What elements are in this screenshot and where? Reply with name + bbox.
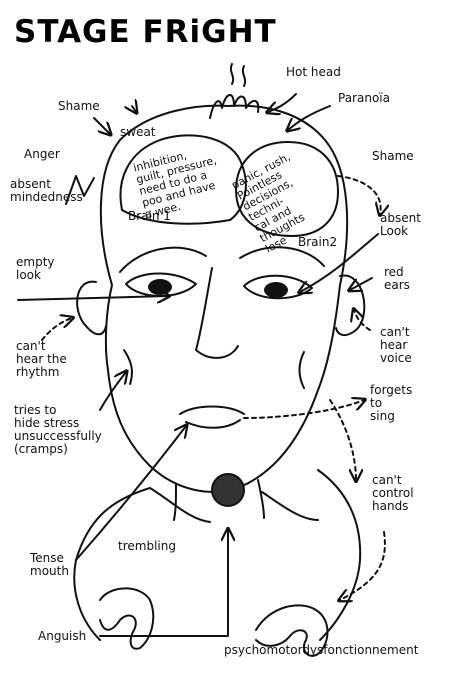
psychomotor-label: psychomotordysfonctionnement — [224, 643, 419, 657]
anger-zigzag — [65, 175, 95, 205]
empty-look-label: empty look — [16, 255, 55, 282]
nose — [195, 267, 239, 359]
cant-hear-rhythm-arrow — [41, 318, 72, 341]
shame-top-label: Shame — [58, 99, 100, 113]
trembling-label: trembling — [118, 539, 176, 553]
brain1-label: Brain 1 — [128, 209, 171, 223]
shame-right-label: Shame — [372, 149, 414, 163]
paranoia-label: Paranoïa — [338, 91, 390, 105]
page-title: STAGE FRiGHT — [14, 14, 277, 50]
red-ears-arrow — [350, 277, 373, 290]
right-eyebrow — [239, 246, 325, 267]
empty-look-arrow — [17, 296, 168, 300]
tense-mouth-label: Tense mouth — [30, 551, 69, 578]
hot-head-label: Hot head — [286, 65, 341, 79]
neck — [173, 483, 177, 521]
brain2-outline — [235, 141, 339, 237]
right-hand — [255, 604, 329, 657]
mouth-upper — [179, 405, 245, 415]
anguish-label: Anguish — [38, 629, 87, 643]
brain1-outline — [119, 134, 247, 225]
left-hand — [99, 587, 155, 650]
mouth-lower — [185, 419, 241, 429]
left-eye-outline — [125, 272, 197, 297]
cant-hear-rhythm-label: can't hear the rhythm — [16, 339, 67, 379]
shame-right-arrow — [337, 175, 381, 214]
left-eyebrow — [119, 246, 207, 273]
cant-hear-voice-label: can't hear voice — [380, 325, 412, 365]
hot-head-arrow — [268, 93, 297, 112]
absent-look-label: absent Look — [380, 211, 421, 238]
shame-top-arrow — [93, 117, 110, 134]
left-pupil — [148, 279, 172, 295]
left-ear — [76, 280, 107, 336]
absent-look-arrow — [300, 233, 379, 292]
paranoia-arrow — [288, 105, 331, 130]
anguish-arrow — [99, 530, 228, 637]
sweat-arrow — [132, 106, 136, 112]
anger-label: Anger — [24, 147, 60, 161]
cant-control-hands-label: can't control hands — [372, 473, 414, 513]
brain2-label: Brain2 — [298, 235, 338, 249]
absent-mindedness-label: absent mindedness — [10, 177, 83, 204]
chin-mark — [211, 473, 245, 507]
tries-to-hide-stress-label: tries to hide stress unsuccessfully (cra… — [14, 403, 102, 456]
cant-hear-voice-arrow — [354, 310, 371, 331]
red-ears-label: red ears — [384, 265, 410, 292]
hands-dashed-arrow — [340, 531, 386, 600]
tense-mouth-arrow — [75, 426, 186, 561]
tries-arrow — [99, 372, 126, 411]
forgets-to-sing-label: forgets to sing — [370, 383, 413, 423]
sweat-label: sweat — [120, 125, 156, 139]
cant-control-hands-arrow — [329, 399, 356, 480]
head-outline — [99, 104, 349, 493]
hair-flames — [209, 94, 260, 119]
forgets-to-sing-arrow — [243, 400, 364, 419]
collar — [149, 487, 319, 523]
right-pupil — [264, 282, 288, 298]
